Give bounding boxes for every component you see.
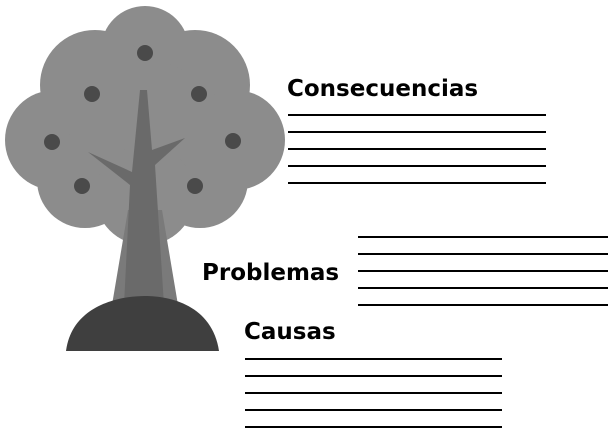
writing-line (288, 165, 546, 167)
writing-line (288, 148, 546, 150)
writing-line (245, 358, 502, 360)
writing-line (288, 114, 546, 116)
fruit-dot (225, 133, 241, 149)
writing-line (358, 253, 608, 255)
writing-line (245, 409, 502, 411)
tree-fruits (44, 45, 241, 194)
consequences-label: Consecuencias (287, 76, 479, 102)
fruit-dot (191, 86, 207, 102)
ground-hill (66, 296, 219, 351)
tree-illustration (5, 6, 285, 351)
writing-line (245, 426, 502, 428)
writing-line (358, 270, 608, 272)
causes-writing-lines (245, 358, 502, 428)
fruit-dot (44, 134, 60, 150)
writing-line (358, 304, 608, 306)
fruit-dot (84, 86, 100, 102)
problems-label: Problemas (202, 260, 340, 286)
tree-trunk (88, 90, 185, 305)
fruit-dot (74, 178, 90, 194)
writing-line (288, 182, 546, 184)
writing-line (288, 131, 546, 133)
writing-line (358, 236, 608, 238)
fruit-dot (137, 45, 153, 61)
writing-line (358, 287, 608, 289)
writing-line (245, 392, 502, 394)
consequences-writing-lines (288, 114, 546, 184)
causes-label: Causas (244, 319, 336, 345)
problems-writing-lines (358, 236, 608, 306)
fruit-dot (187, 178, 203, 194)
writing-line (245, 375, 502, 377)
